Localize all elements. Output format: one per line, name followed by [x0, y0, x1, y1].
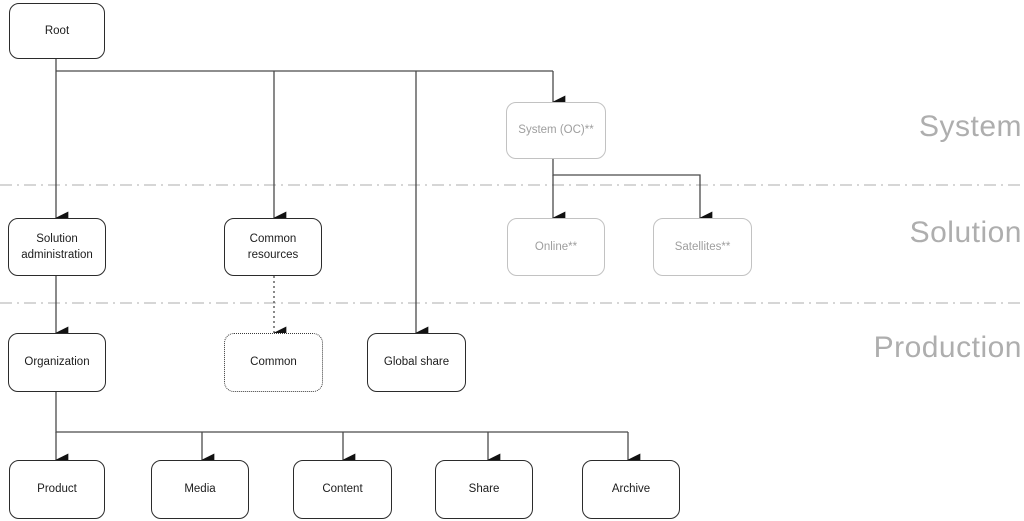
node-solution-administration: Solution administration — [8, 218, 106, 276]
section-label-solution: Solution — [909, 216, 1022, 249]
node-label-share: Share — [468, 483, 500, 496]
node-online: Online** — [507, 218, 605, 276]
node-label-content: Content — [322, 483, 363, 496]
node-label-archive: Archive — [611, 483, 651, 496]
node-label-satellites: Satellites** — [674, 240, 731, 253]
node-organization: Organization — [8, 333, 106, 392]
section-label-system: System — [918, 110, 1022, 143]
node-label-system-oc: System (OC)** — [518, 124, 594, 137]
node-product: Product — [9, 460, 105, 519]
node-root: Root — [9, 3, 105, 59]
edge-system-oc-to-satellites — [552, 159, 713, 225]
node-label-global-share: Global share — [383, 356, 450, 369]
node-content: Content — [293, 460, 392, 519]
node-label-common: Common — [250, 356, 297, 369]
section-label-production: Production — [873, 331, 1022, 364]
node-global-share: Global share — [367, 333, 466, 392]
node-media: Media — [151, 460, 249, 519]
node-archive: Archive — [582, 460, 680, 519]
node-label-media: Media — [184, 483, 216, 496]
separator-group — [0, 184, 1024, 304]
node-satellites: Satellites** — [653, 218, 752, 276]
edge-group — [55, 59, 713, 467]
node-label-solution-administration: Solution administration — [21, 232, 93, 261]
node-label-common-resources: Common resources — [247, 232, 299, 261]
node-common-resources: Common resources — [224, 218, 322, 276]
node-label-product: Product — [37, 483, 77, 496]
node-share: Share — [435, 460, 533, 519]
edge-organization-to-branch-bottom — [55, 392, 628, 433]
node-label-root: Root — [44, 24, 70, 37]
node-label-organization: Organization — [24, 356, 90, 369]
node-label-online: Online** — [534, 240, 578, 253]
node-common: Common — [224, 333, 323, 392]
node-system-oc: System (OC)** — [506, 102, 606, 159]
